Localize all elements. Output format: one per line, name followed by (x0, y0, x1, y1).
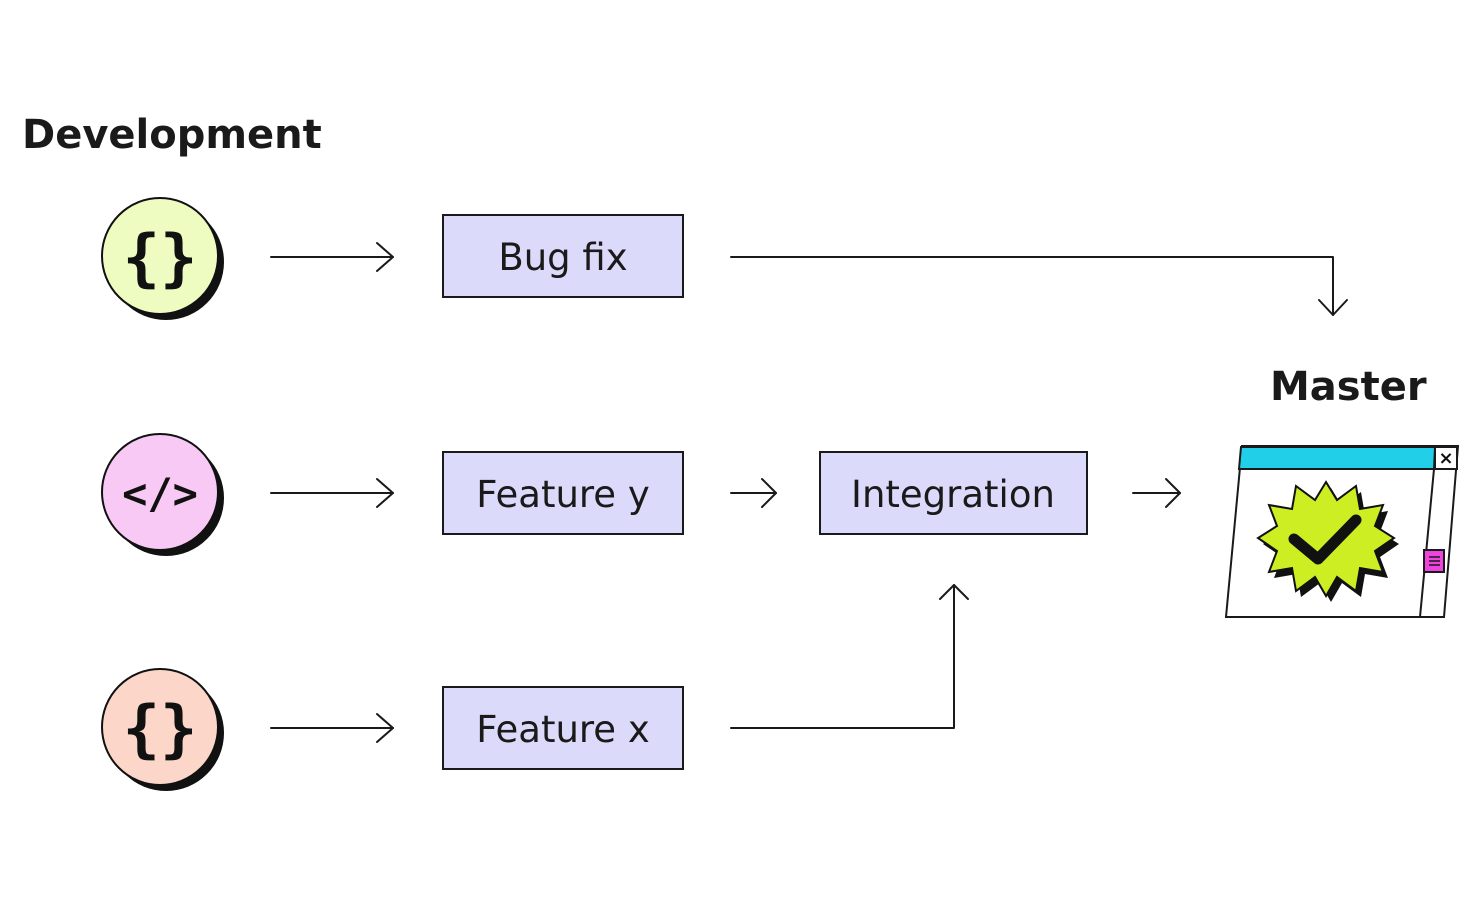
feature-y-node: Feature y (442, 451, 684, 535)
dev-icon-3: {} (101, 668, 224, 791)
icon-circle-2 (101, 433, 219, 551)
arrow-feature-x-to-integration (730, 584, 969, 729)
integration-node: Integration (819, 451, 1088, 535)
master-window-icon: × (1224, 445, 1460, 618)
arrow-integration-to-master (1132, 478, 1181, 508)
curly-braces-icon: {} (123, 692, 198, 765)
window-scrollbar (1419, 468, 1435, 618)
arrow-icon3-to-feature-x (270, 713, 394, 743)
check-icon (1288, 514, 1362, 565)
master-title: Master (1270, 364, 1427, 410)
development-title: Development (22, 112, 322, 158)
icon-circle-1 (101, 197, 219, 315)
arrow-bugfix-to-master (730, 256, 1348, 316)
code-tag-icon: </> (122, 469, 198, 518)
feature-x-label: Feature x (476, 708, 649, 751)
arrow-feature-y-to-integration (730, 478, 777, 508)
window-close-box (1434, 446, 1458, 470)
arrow-icon2-to-feature-y (270, 478, 394, 508)
arrow-icon1-to-bugfix (270, 242, 394, 272)
bug-fix-node: Bug fix (442, 214, 684, 298)
feature-y-label: Feature y (476, 473, 649, 516)
integration-label: Integration (851, 473, 1055, 516)
dev-icon-1: {} (101, 197, 224, 320)
icon-circle-3 (101, 668, 219, 786)
window-titlebar (1237, 446, 1437, 470)
dev-icon-2: </> (101, 433, 224, 556)
curly-braces-icon: {} (123, 221, 198, 294)
close-icon: × (1438, 448, 1453, 469)
feature-x-node: Feature x (442, 686, 684, 770)
verified-badge-icon (1256, 480, 1396, 598)
bug-fix-label: Bug fix (498, 236, 627, 279)
